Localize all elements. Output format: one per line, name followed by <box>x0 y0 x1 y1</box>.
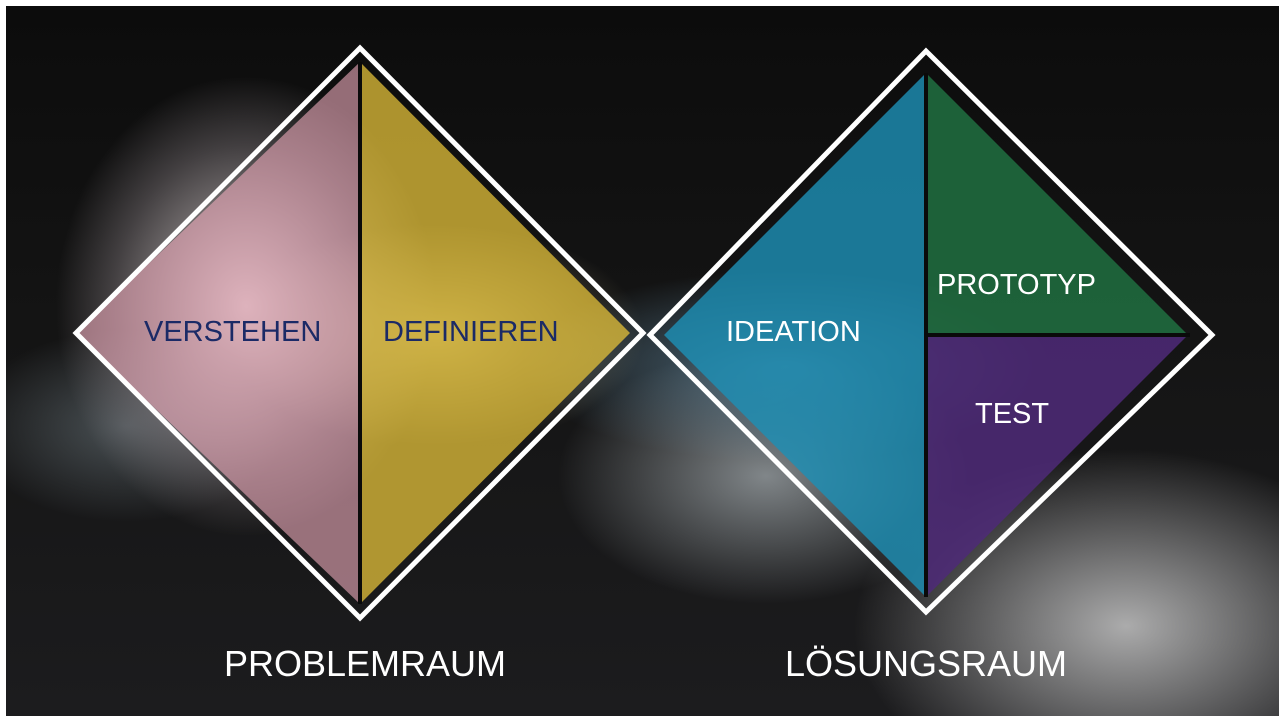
prototyp-segment <box>926 73 1188 335</box>
solution-diamond <box>646 47 1216 616</box>
label-loesungsraum: LÖSUNGSRAUM <box>785 643 1068 684</box>
verstehen-segment <box>76 62 360 604</box>
ideation-segment <box>664 73 926 597</box>
label-problemraum: PROBLEMRAUM <box>224 643 507 684</box>
definieren-segment <box>360 62 630 604</box>
label-verstehen: VERSTEHEN <box>144 316 322 348</box>
label-prototyp: PROTOTYP <box>937 269 1096 301</box>
label-ideation: IDEATION <box>726 316 861 348</box>
problem-diamond <box>72 44 647 622</box>
problem-outline <box>72 44 647 622</box>
solution-outline <box>646 47 1216 616</box>
test-segment <box>926 335 1188 597</box>
label-definieren: DEFINIEREN <box>383 316 559 348</box>
label-test: TEST <box>975 398 1050 430</box>
